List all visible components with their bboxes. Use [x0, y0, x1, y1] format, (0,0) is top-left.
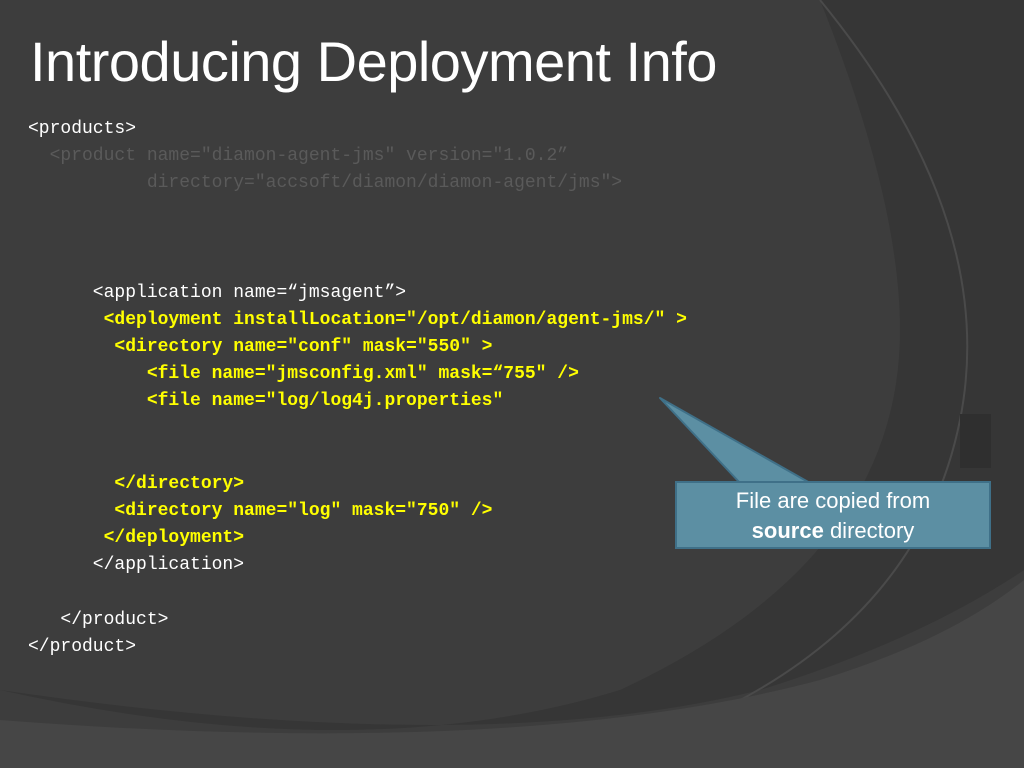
code-line-directory-log: <directory name="log" mask="750" /> — [28, 501, 493, 521]
code-line-application-close: </application> — [28, 555, 245, 575]
code-line-deployment-open: <deployment installLocation="/opt/diamon… — [28, 310, 687, 330]
code-line-products-close: </product> — [28, 637, 137, 657]
code-line-product-directory: directory="accsoft/diamon/diamon-agent/j… — [28, 173, 623, 193]
code-line-product-close: </product> — [28, 610, 169, 630]
slide-title: Introducing Deployment Info — [30, 30, 717, 93]
callout-bold-word: source — [751, 518, 824, 543]
code-line-deployment-close: </deployment> — [28, 528, 245, 548]
code-line-products-open: <products> — [28, 119, 137, 139]
callout-line1: File are copied from — [735, 488, 931, 513]
code-line-product-open: <product name="diamon-agent-jms" version… — [28, 146, 569, 166]
callout-rest: directory — [823, 518, 915, 543]
code-line-directory-conf: <directory name="conf" mask="550" > — [28, 337, 493, 357]
code-line-application-open: <application name=“jmsagent”> — [28, 283, 407, 303]
callout-box: File are copied from source directory — [675, 481, 991, 549]
code-line-directory-close: </directory> — [28, 474, 245, 494]
code-line-file-log4j: <file name="log/log4j.properties" — [28, 391, 504, 411]
code-line-file-jmsconfig: <file name="jmsconfig.xml" mask=“755" /> — [28, 364, 579, 384]
decorative-rectangle — [960, 414, 991, 468]
